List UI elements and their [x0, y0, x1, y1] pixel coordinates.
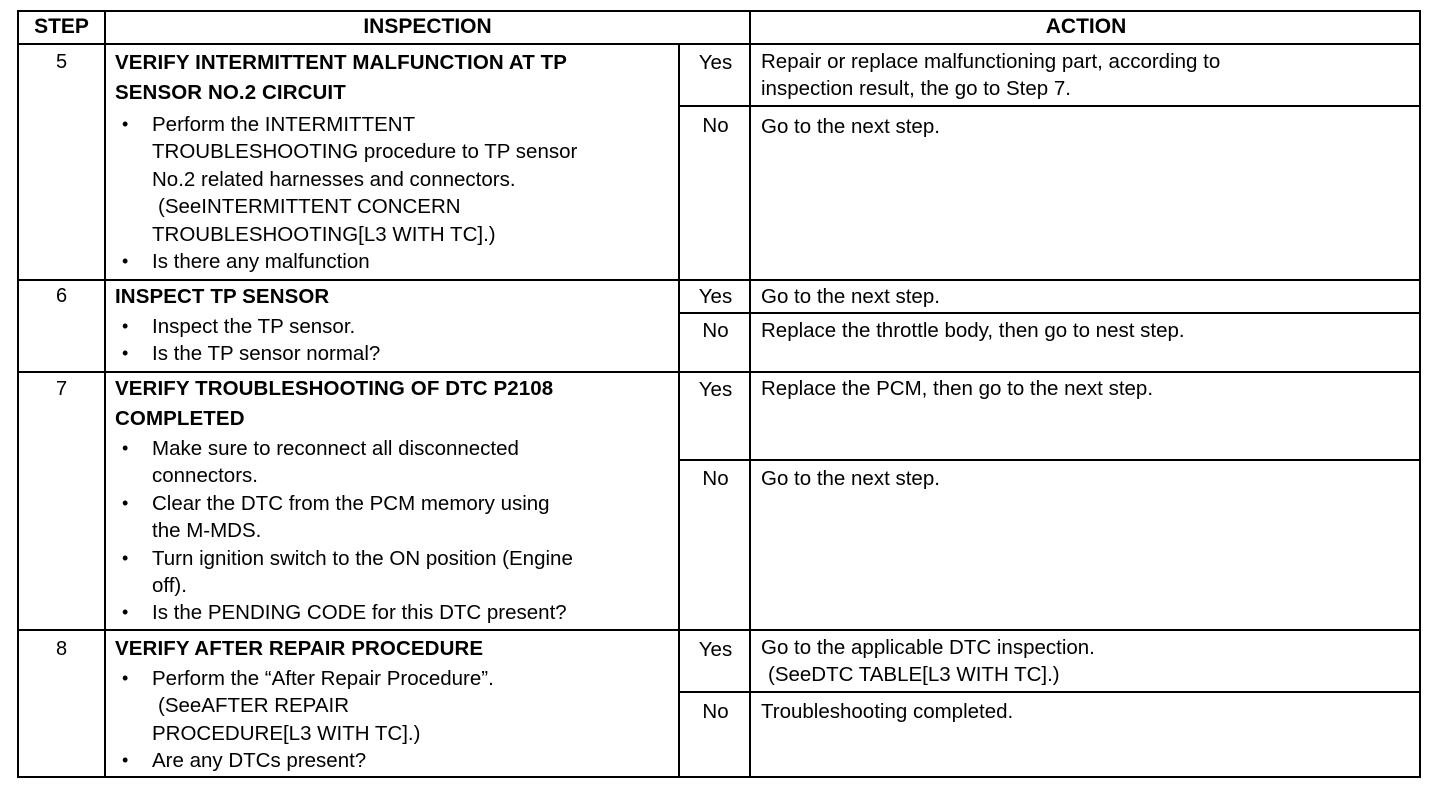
yes-action: Repair or replace malfunctioning part, a…	[761, 48, 1411, 102]
step-number: 5	[55, 51, 68, 73]
inspection-title: VERIFY AFTER REPAIR PROCEDURE	[115, 637, 484, 660]
inspection-bullets: Perform the INTERMITTENT TROUBLESHOOTING…	[115, 111, 675, 276]
see-reference: (SeeINTERMITTENT CONCERN	[152, 193, 675, 220]
action-line: inspection result, the go to Step 7.	[761, 77, 1071, 100]
yes-label: Yes	[698, 378, 733, 401]
step-number: 8	[55, 638, 68, 660]
col-rule-yesno	[678, 44, 680, 778]
yes-label: Yes	[698, 638, 733, 661]
header-step: STEP	[34, 15, 89, 38]
see-reference[interactable]: (SeeDTC TABLE[L3 WITH TC].)	[768, 663, 1060, 686]
inspection-table	[17, 10, 1421, 778]
bullet-item: Perform the INTERMITTENT TROUBLESHOOTING…	[115, 111, 675, 248]
title-line: COMPLETED	[115, 407, 245, 430]
action-line: Go to the applicable DTC inspection.	[761, 636, 1095, 659]
yes-label: Yes	[698, 51, 733, 74]
no-action: Go to the next step.	[761, 467, 940, 490]
yesno-rule-6	[678, 312, 1421, 314]
bullet-item: Make sure to reconnect all disconnected …	[115, 435, 675, 490]
bullet-item: Is there any malfunction	[115, 248, 675, 276]
no-action: Replace the throttle body, then go to ne…	[761, 319, 1185, 342]
yesno-rule-8	[678, 691, 1421, 693]
inspection-bullets: Inspect the TP sensor. Is the TP sensor …	[115, 313, 675, 368]
yes-label: Yes	[698, 285, 733, 308]
see-link[interactable]: (SeeAFTER REPAIR	[158, 694, 349, 718]
bullet-item: Is the TP sensor normal?	[115, 340, 675, 368]
row-rule-7-8	[17, 629, 1421, 631]
bullet-line: No.2 related harnesses and connectors.	[152, 167, 516, 191]
bullet-item: Inspect the TP sensor.	[115, 313, 675, 341]
bullet-line: the M-MDS.	[152, 519, 262, 543]
no-label: No	[702, 114, 729, 137]
header-rule	[17, 43, 1421, 45]
row-rule-5-6	[17, 279, 1421, 281]
inspection-bullets: Perform the “After Repair Procedure”. (S…	[115, 665, 675, 775]
no-label: No	[702, 319, 729, 342]
yesno-rule-7	[678, 459, 1421, 461]
step-number: 6	[55, 285, 68, 307]
see-link[interactable]: (SeeINTERMITTENT CONCERN	[158, 195, 461, 219]
see-reference[interactable]: PROCEDURE[L3 WITH TC].)	[152, 721, 421, 745]
bullet-line: Perform the INTERMITTENT	[152, 113, 416, 136]
col-rule-step	[104, 10, 106, 778]
bullet-item: Perform the “After Repair Procedure”. (S…	[115, 665, 675, 747]
yes-action: Replace the PCM, then go to the next ste…	[761, 377, 1154, 400]
bullet-line: Turn ignition switch to the ON position …	[152, 546, 573, 570]
inspection-title: INSPECT TP SENSOR	[115, 285, 330, 308]
inspection-bullets: Make sure to reconnect all disconnected …	[115, 435, 675, 627]
bullet-item: Turn ignition switch to the ON position …	[115, 545, 675, 600]
bullet-line: Make sure to reconnect all disconnected	[152, 437, 519, 460]
bullet-item: Are any DTCs present?	[115, 747, 675, 775]
bullet-item: Is the PENDING CODE for this DTC present…	[115, 599, 675, 627]
no-action: Troubleshooting completed.	[761, 700, 1014, 723]
inspection-title: VERIFY TROUBLESHOOTING OF DTC P2108 COMP…	[115, 374, 675, 434]
col-rule-action	[749, 10, 751, 778]
action-line: Repair or replace malfunctioning part, a…	[761, 50, 1221, 73]
bullet-item: Clear the DTC from the PCM memory using …	[115, 490, 675, 545]
no-action: Go to the next step.	[761, 115, 940, 138]
bullet-line: off).	[152, 574, 187, 598]
title-line: VERIFY TROUBLESHOOTING OF DTC P2108	[115, 377, 554, 400]
bullet-line: TROUBLESHOOTING procedure to TP sensor	[152, 140, 578, 164]
bullet-line: connectors.	[152, 464, 258, 488]
inspection-title: VERIFY INTERMITTENT MALFUNCTION AT TP SE…	[115, 48, 675, 108]
header-action: ACTION	[1045, 15, 1127, 38]
yes-action: Go to the next step.	[761, 285, 940, 308]
see-reference: (SeeAFTER REPAIR	[152, 692, 675, 719]
bullet-line: Perform the “After Repair Procedure”.	[152, 667, 494, 690]
yes-action: Go to the applicable DTC inspection. (Se…	[761, 634, 1411, 688]
yesno-rule-5	[678, 105, 1421, 107]
no-label: No	[702, 700, 729, 723]
header-inspection: INSPECTION	[363, 15, 492, 38]
bullet-line: Clear the DTC from the PCM memory using	[152, 491, 550, 515]
step-number: 7	[55, 378, 68, 400]
row-rule-6-7	[17, 371, 1421, 373]
no-label: No	[702, 467, 729, 490]
see-reference[interactable]: TROUBLESHOOTING[L3 WITH TC].)	[152, 222, 496, 246]
title-line: SENSOR NO.2 CIRCUIT	[115, 81, 346, 104]
title-line: VERIFY INTERMITTENT MALFUNCTION AT TP	[115, 51, 568, 74]
